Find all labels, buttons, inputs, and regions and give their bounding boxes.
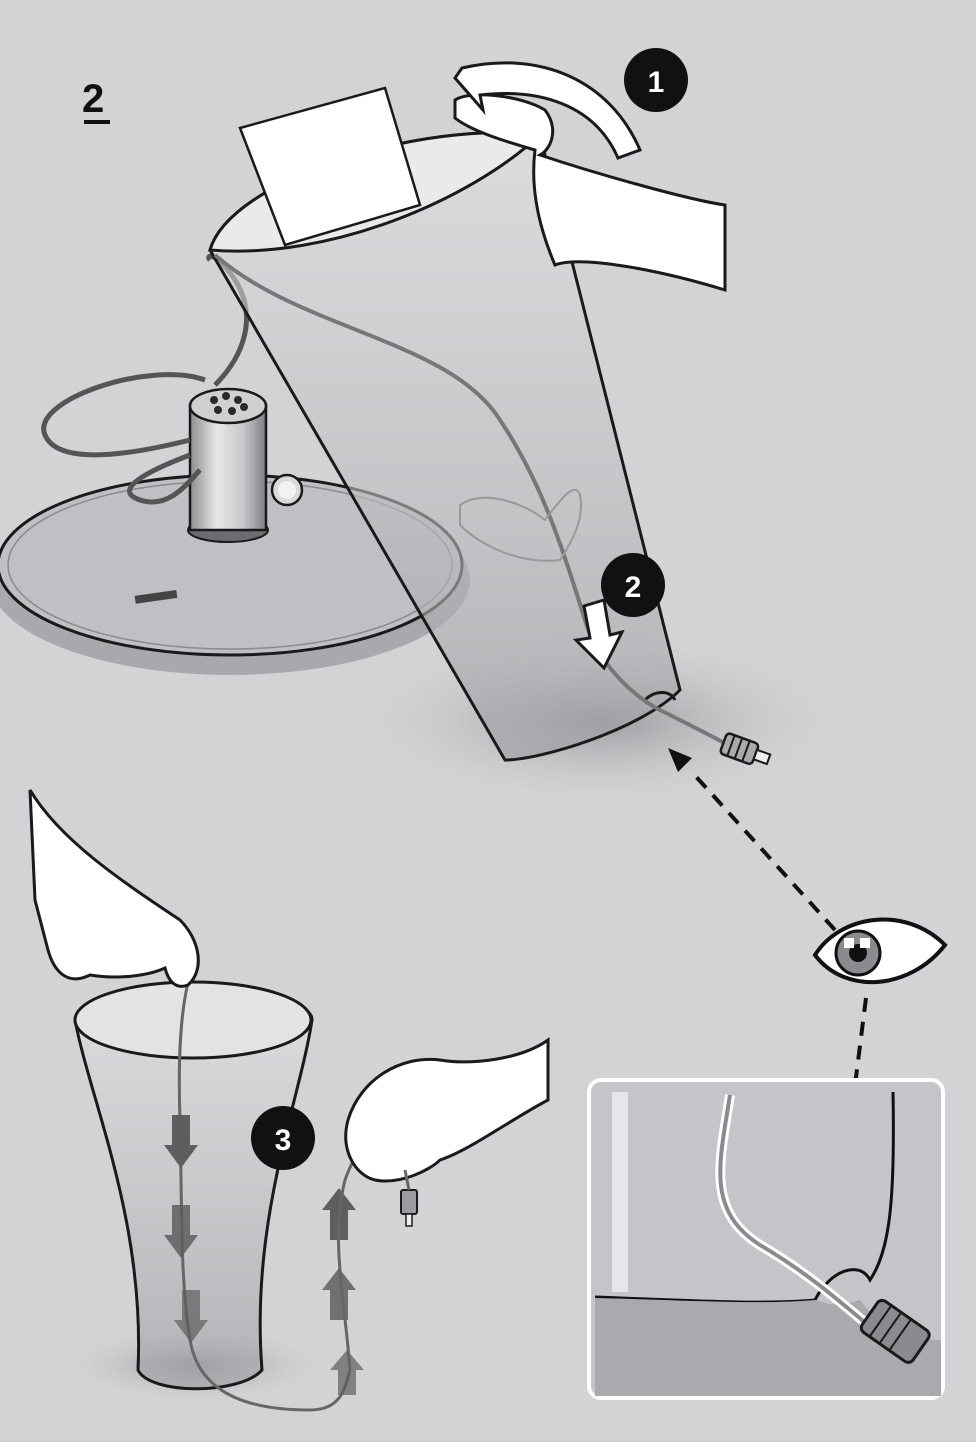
step-2-label: 2 [625, 571, 642, 604]
step-badge-1: 1 [624, 48, 688, 112]
step-1-label: 1 [648, 66, 665, 99]
upright-shade-rim [75, 982, 311, 1058]
cable-loop [44, 375, 205, 455]
page-number: 2 [82, 77, 110, 124]
detail-inset [589, 1080, 943, 1398]
page-number-underline [84, 120, 110, 124]
page-number-text: 2 [82, 77, 104, 121]
step-3-label: 3 [275, 1124, 292, 1157]
step-badge-3: 3 [251, 1106, 315, 1170]
step-badge-2: 2 [601, 553, 665, 617]
hand-left-icon [30, 790, 198, 986]
hand-right-icon [346, 1040, 548, 1181]
